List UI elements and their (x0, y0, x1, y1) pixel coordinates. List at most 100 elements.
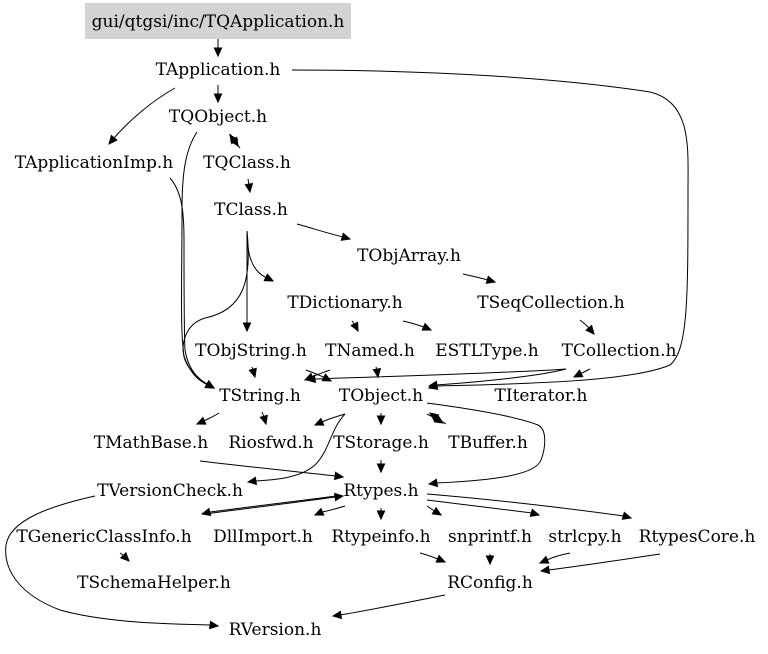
edge-arrowhead (213, 47, 223, 58)
node-label: TQObject.h (169, 107, 267, 127)
edge-tgenericclassinfo-to-tschemahelper (119, 551, 130, 562)
node-tobjstring[interactable]: TObjString.h (195, 341, 307, 361)
node-rversion[interactable]: RVersion.h (229, 620, 322, 640)
node-label: TObject.h (339, 386, 423, 406)
node-label: TBuffer.h (448, 433, 528, 453)
node-strlcpy[interactable]: strlcpy.h (548, 527, 621, 547)
node-tgenericclassinfo[interactable]: TGenericClassInfo.h (16, 527, 191, 547)
node-rtypescore[interactable]: RtypesCore.h (639, 527, 756, 547)
node-label: TApplication.h (156, 60, 281, 80)
edge-line (291, 69, 689, 387)
node-label: Rtypeinfo.h (331, 527, 430, 547)
node-tbuffer[interactable]: TBuffer.h (448, 433, 528, 453)
node-tapplication[interactable]: TApplication.h (156, 60, 281, 80)
edge-line (5, 495, 211, 626)
edge-arrowhead (305, 374, 317, 384)
node-tdictionary[interactable]: TDictionary.h (287, 293, 402, 313)
edges-layer (5, 38, 689, 630)
node-label: TObjString.h (195, 341, 307, 361)
node-tschemahelper[interactable]: TSchemaHelper.h (77, 573, 231, 593)
edge-tobjstring-to-tstring (248, 366, 257, 379)
edge-arrowhead (376, 415, 386, 426)
node-snprintf[interactable]: snprintf.h (448, 527, 532, 547)
node-label: TSchemaHelper.h (77, 573, 231, 593)
edge-line (339, 594, 446, 616)
node-tnamed[interactable]: TNamed.h (325, 341, 415, 361)
node-tobject[interactable]: TObject.h (339, 386, 423, 406)
edge-root-to-tapplication (213, 38, 223, 58)
node-tversioncheck[interactable]: TVersionCheck.h (97, 481, 243, 501)
node-tseqcollection[interactable]: TSeqCollection.h (477, 293, 624, 313)
edge-arrowhead (204, 379, 216, 389)
node-estltype[interactable]: ESTLType.h (435, 341, 539, 361)
edge-arrowhead (209, 620, 220, 630)
node-tqobject[interactable]: TQObject.h (169, 107, 267, 127)
node-label: ESTLType.h (435, 341, 539, 361)
node-tmathbase[interactable]: TMathBase.h (94, 433, 208, 453)
edge-arrowhead (108, 134, 118, 145)
node-riosfwd[interactable]: Riosfwd.h (228, 433, 313, 453)
node-label: TSeqCollection.h (477, 293, 624, 313)
node-label: TMathBase.h (94, 433, 208, 453)
edge-arrowhead (376, 463, 386, 474)
edge-tcollection-to-titerator (572, 368, 591, 378)
edge-arrowhead (313, 417, 325, 426)
edge-tqclass-to-tqobject (229, 134, 241, 149)
node-label: gui/qtgsi/inc/TQApplication.h (92, 12, 345, 32)
edge-line (437, 418, 447, 425)
node-label: RVersion.h (229, 620, 322, 640)
edge-tstring-to-riosfwd (259, 411, 268, 426)
node-label: TClass.h (214, 200, 288, 220)
edge-arrowhead (213, 93, 223, 104)
node-tstorage[interactable]: TStorage.h (333, 433, 429, 453)
node-rconfig[interactable]: RConfig.h (447, 573, 533, 593)
node-label: RtypesCore.h (639, 527, 756, 547)
node-tclass[interactable]: TClass.h (214, 200, 288, 220)
edge-line-end (353, 323, 356, 326)
edge-tclass-to-tobjstring (242, 231, 252, 333)
node-label: RConfig.h (447, 573, 533, 593)
node-tqclass[interactable]: TQClass.h (203, 153, 291, 173)
node-rtypeinfo[interactable]: Rtypeinfo.h (331, 527, 430, 547)
edge-tclass-to-tstring (182, 230, 249, 389)
node-tstring[interactable]: TString.h (219, 386, 301, 406)
edge-line (209, 495, 337, 513)
edge-line (234, 141, 241, 149)
edge-line (199, 460, 337, 477)
node-label: TIterator.h (495, 386, 588, 406)
edge-line (579, 319, 590, 329)
edge-arrowhead (333, 471, 345, 481)
edge-line (426, 505, 434, 511)
node-tobjarray[interactable]: TObjArray.h (357, 246, 461, 266)
node-dllimport[interactable]: DllImport.h (213, 527, 313, 547)
node-label: TQClass.h (203, 153, 291, 173)
edge-tversioncheck-to-rversion (5, 495, 220, 630)
node-rtypes[interactable]: Rtypes.h (343, 481, 418, 501)
edge-line-end (432, 509, 435, 512)
node-titerator[interactable]: TIterator.h (495, 386, 588, 406)
edge-arrowhead (229, 134, 239, 145)
edge-tnamed-to-tobject (372, 366, 382, 379)
node-label: TString.h (219, 386, 301, 406)
edge-tobject-to-tversioncheck (246, 413, 346, 486)
node-tapplicationimp[interactable]: TApplicationImp.h (15, 153, 174, 173)
edge-tstring-to-tmathbase (195, 412, 220, 425)
edge-line (402, 320, 425, 328)
edge-tapplication-to-tapplicationimp (108, 87, 176, 145)
edge-arrowhead (421, 322, 433, 331)
edge-arrowhead (321, 373, 333, 382)
node-tcollection[interactable]: TCollection.h (562, 341, 677, 361)
edge-rtypes-to-rtypeinfo (376, 508, 386, 521)
node-label: TStorage.h (333, 433, 429, 453)
edge-arrowhead (313, 507, 325, 516)
edge-tgenericclassinfo-to-rtypes (204, 492, 345, 515)
edge-arrowhead (242, 322, 252, 333)
edge-tdictionary-to-tnamed (350, 320, 359, 333)
edge-line-end (579, 372, 582, 375)
edge-line (246, 230, 266, 278)
edge-arrowhead (350, 321, 359, 333)
edge-tclass-to-tobjarray (296, 223, 352, 241)
node-label: TDictionary.h (287, 293, 402, 313)
node-root[interactable]: gui/qtgsi/inc/TQApplication.h (85, 3, 351, 39)
